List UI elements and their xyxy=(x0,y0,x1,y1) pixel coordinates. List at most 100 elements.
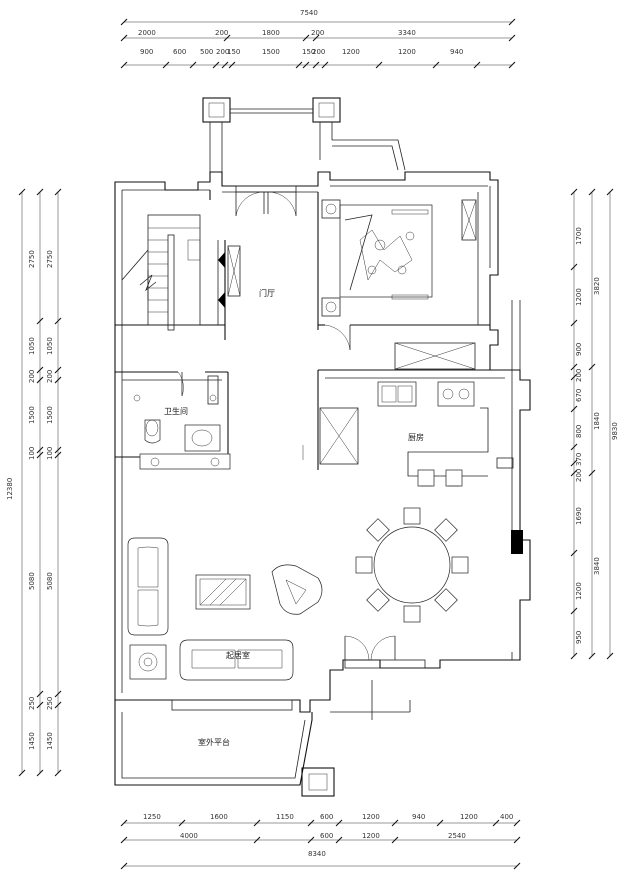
right-dim-670: 670 xyxy=(575,389,583,402)
right-dimensions: 9830 3820 1840 3840 1700 1200 900 200 67… xyxy=(570,188,619,660)
dining-set xyxy=(355,507,469,623)
top-dim-150a: 150 xyxy=(227,48,240,56)
dining-chair-8 xyxy=(434,588,458,612)
left-dim-1450a: 1450 xyxy=(28,732,36,750)
dining-chair-1 xyxy=(403,507,421,525)
bottom-dim-1150: 1150 xyxy=(276,813,294,821)
left-dim-2750b: 2750 xyxy=(46,250,54,268)
left-dim-250b: 250 xyxy=(46,697,54,710)
right-dim-900: 900 xyxy=(575,343,583,356)
bar-stool-2 xyxy=(445,469,463,487)
top-dim-1800: 1800 xyxy=(262,29,280,37)
terrace-column xyxy=(301,767,335,797)
bathroom-counter xyxy=(139,453,231,470)
dining-chair-5 xyxy=(366,518,390,542)
left-dim-5080b: 5080 xyxy=(46,572,54,590)
right-dim-800: 800 xyxy=(575,425,583,438)
bottom-dim-1600: 1600 xyxy=(210,813,228,821)
top-dim-600: 600 xyxy=(173,48,186,56)
room-label-kitchen: 厨房 xyxy=(408,432,424,442)
dining-chair-3 xyxy=(355,556,373,574)
bottom-dim-4000: 4000 xyxy=(180,832,198,840)
fridge xyxy=(319,407,359,465)
bottom-dim-2540: 2540 xyxy=(448,832,466,840)
top-dim-200a: 200 xyxy=(215,29,228,37)
top-total-dimension: 7540 xyxy=(300,9,318,17)
right-dim-3820: 3820 xyxy=(593,277,601,295)
foyer-cabinet xyxy=(227,245,241,297)
top-dim-1500: 1500 xyxy=(262,48,280,56)
right-total-dimension: 9830 xyxy=(611,422,619,440)
armchair xyxy=(271,564,323,615)
dining-chair-4 xyxy=(451,556,469,574)
nightstand-top xyxy=(321,199,341,219)
sofa-bottom xyxy=(179,639,294,681)
right-dim-1700: 1700 xyxy=(575,227,583,245)
top-dim-1200a: 1200 xyxy=(342,48,360,56)
bottom-dimensions: 1250 1600 1150 600 1200 940 1200 400 400… xyxy=(120,813,521,870)
kitchen-sink xyxy=(377,381,417,407)
bathroom-sink xyxy=(184,424,221,452)
bottom-dim-600a: 600 xyxy=(320,813,333,821)
top-dim-940: 940 xyxy=(450,48,463,56)
right-dim-3840: 3840 xyxy=(593,557,601,575)
bar-stool-1 xyxy=(417,469,435,487)
stove xyxy=(437,381,475,407)
left-dim-1050a: 1050 xyxy=(28,337,36,355)
left-dim-1050b: 1050 xyxy=(46,337,54,355)
bottom-dim-400: 400 xyxy=(500,813,513,821)
room-label-terrace: 室外平台 xyxy=(198,737,230,747)
stair-marker-1 xyxy=(218,252,225,268)
dining-table xyxy=(373,526,451,604)
stair-marker-2 xyxy=(218,292,225,308)
left-dim-200a: 200 xyxy=(28,370,36,383)
bottom-dim-940: 940 xyxy=(412,813,425,821)
bed xyxy=(339,204,433,298)
entry-column-right xyxy=(312,97,341,123)
left-dim-100b: 100 xyxy=(46,447,54,460)
left-total-dimension: 12380 xyxy=(6,478,14,500)
staircase xyxy=(121,214,225,331)
right-dim-200a: 200 xyxy=(575,369,583,382)
top-dim-200d: 200 xyxy=(312,48,325,56)
top-dim-200b: 200 xyxy=(311,29,324,37)
left-ticks xyxy=(36,188,62,777)
nightstand-bottom xyxy=(321,297,341,317)
side-table xyxy=(129,644,167,680)
right-dim-200b: 200 xyxy=(575,469,583,482)
left-dim-250a: 250 xyxy=(28,697,36,710)
left-dim-5080a: 5080 xyxy=(28,572,36,590)
right-dim-950: 950 xyxy=(575,631,583,644)
top-dim-900: 900 xyxy=(140,48,153,56)
top-dim-200c: 200 xyxy=(216,48,229,56)
left-dim-2750a: 2750 xyxy=(28,250,36,268)
walls xyxy=(114,97,531,797)
kitchen xyxy=(319,381,514,487)
toilet xyxy=(144,419,161,444)
living-room xyxy=(127,537,323,681)
dining-chair-2 xyxy=(403,605,421,623)
left-dim-200b: 200 xyxy=(46,370,54,383)
bathroom xyxy=(133,371,231,470)
room-label-bathroom: 卫生间 xyxy=(164,406,188,416)
left-dim-1500a: 1500 xyxy=(28,406,36,424)
closet xyxy=(394,342,476,370)
bottom-total-dimension: 8340 xyxy=(308,850,326,858)
right-dim-1200a: 1200 xyxy=(575,288,583,306)
top-dimensions: 7540 2000 200 1800 200 3340 900 600 500 … xyxy=(120,9,516,69)
bottom-dim-1200a: 1200 xyxy=(362,813,380,821)
top-dim-1200b: 1200 xyxy=(398,48,416,56)
top-dim-3340: 3340 xyxy=(398,29,416,37)
living-room-doors[interactable] xyxy=(344,635,396,661)
solid-column-block xyxy=(511,530,523,554)
bottom-dim-1200b: 1200 xyxy=(460,813,478,821)
bottom-dim-1200c: 1200 xyxy=(362,832,380,840)
sofa-left xyxy=(127,537,169,636)
bedroom xyxy=(321,199,477,351)
right-dim-1840: 1840 xyxy=(593,412,601,430)
left-dim-1500b: 1500 xyxy=(46,406,54,424)
entry-doors[interactable] xyxy=(235,185,297,217)
dining-chair-6 xyxy=(434,518,458,542)
left-dim-1450b: 1450 xyxy=(46,732,54,750)
